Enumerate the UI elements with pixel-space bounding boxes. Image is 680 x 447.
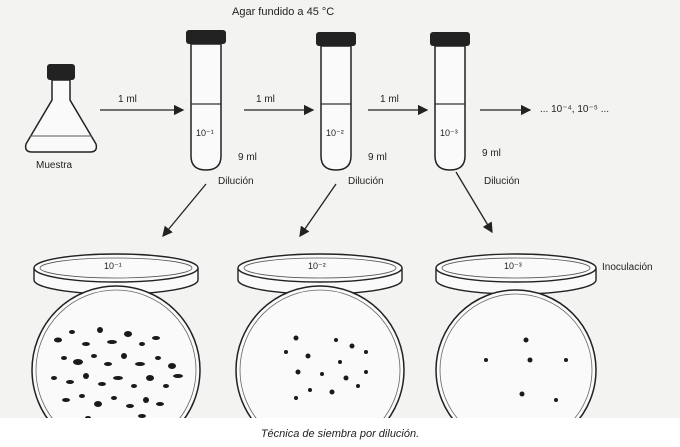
figure-caption: Técnica de siembra por dilución. — [0, 428, 680, 440]
plating-arrow-2 — [300, 184, 336, 236]
tube-3-label: 10⁻³ — [440, 128, 458, 139]
tube-2-label: 10⁻² — [326, 128, 344, 139]
continuation-label: ... 10⁻⁴, 10⁻⁵ ... — [540, 104, 609, 115]
plate-3-label: 10⁻³ — [504, 261, 522, 272]
tube-2 — [316, 32, 356, 170]
transfer-label-2: 1 ml — [256, 94, 275, 105]
transfer-label-3: 1 ml — [380, 94, 399, 105]
tube-3 — [430, 32, 470, 170]
inoculation-label: Inoculación — [602, 262, 653, 273]
plate-3 — [436, 254, 596, 294]
tube-1-volume: 9 ml — [238, 152, 257, 163]
tube-2-volume: 9 ml — [368, 152, 387, 163]
tube-3-volume: 9 ml — [482, 148, 501, 159]
title-label: Agar fundido a 45 °C — [232, 6, 334, 18]
tube-1 — [186, 30, 226, 170]
plating-arrow-1 — [163, 184, 206, 236]
tube-3-step: Dilución — [484, 176, 520, 187]
transfer-label-1: 1 ml — [118, 94, 137, 105]
tube-1-step: Dilución — [218, 176, 254, 187]
tube-2-step: Dilución — [348, 176, 384, 187]
flask-label: Muestra — [36, 160, 72, 171]
sample-flask — [26, 64, 97, 152]
plate-2-label: 10⁻² — [308, 261, 326, 272]
tube-1-label: 10⁻¹ — [196, 128, 214, 139]
plate-1-label: 10⁻¹ — [104, 261, 122, 272]
